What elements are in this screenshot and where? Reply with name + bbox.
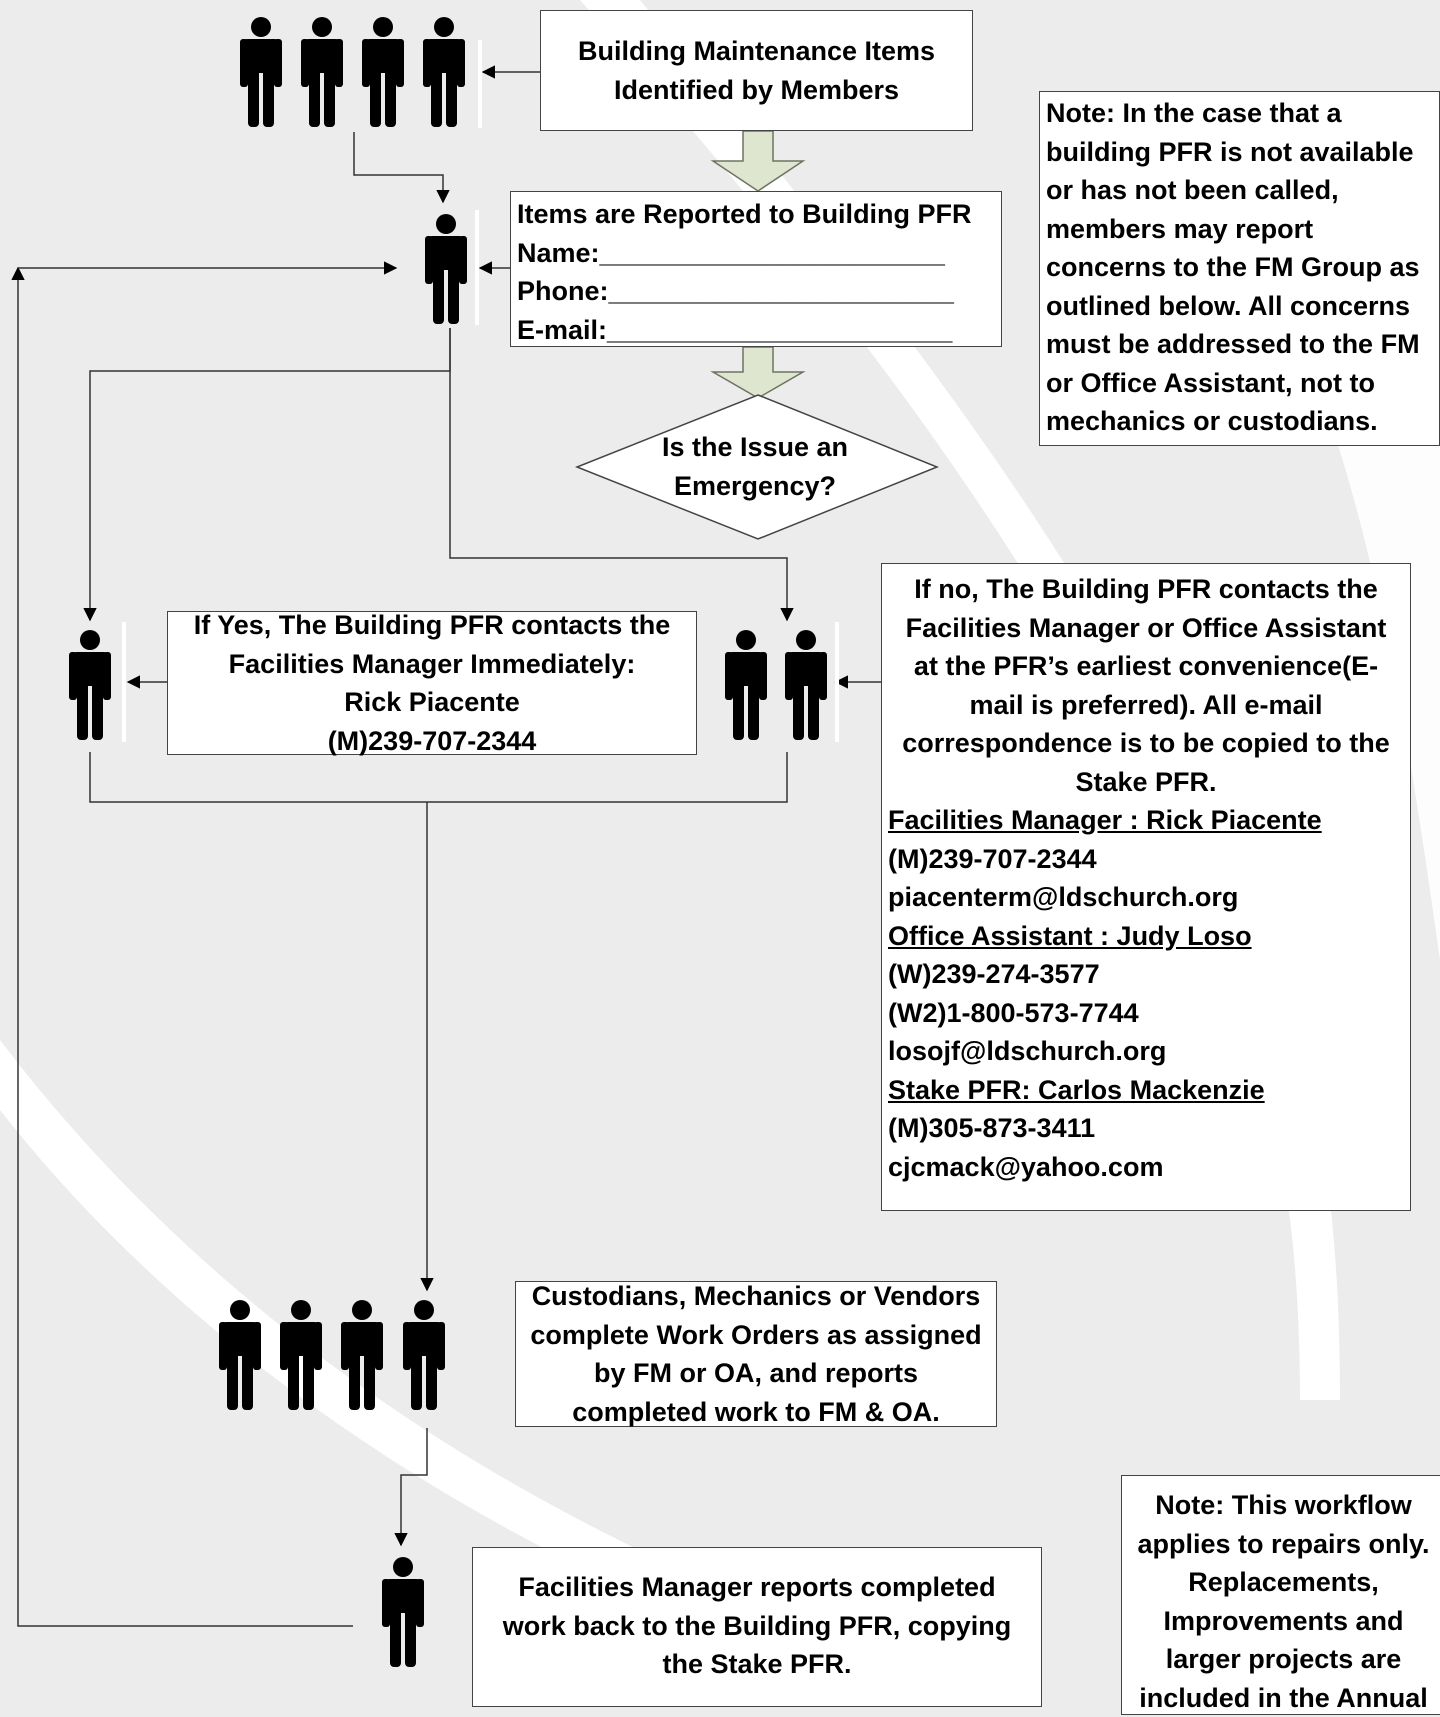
identified-box: Building Maintenance Items Identified by…	[540, 10, 973, 131]
fm-heading: Facilities Manager : Rick Piacente	[888, 801, 1404, 840]
fm-report-box: Facilities Manager reports completed wor…	[472, 1547, 1042, 1707]
building-pfr-person-icon	[425, 214, 467, 324]
note-bottom-line: Note: This workflow	[1122, 1486, 1440, 1525]
decision-text: Is the Issue an Emergency?	[620, 428, 890, 506]
note-top-line: outlined below. All concerns	[1046, 287, 1433, 326]
note-top-line: mechanics or custodians.	[1046, 402, 1433, 441]
identified-line-1: Building Maintenance Items	[541, 32, 972, 71]
fm-person-icon	[69, 630, 111, 740]
custodians-box: Custodians, Mechanics or Vendors complet…	[515, 1281, 997, 1427]
no-intro: If no, The Building PFR contacts the Fac…	[888, 570, 1404, 801]
note-bottom-line: applies to repairs only.	[1122, 1525, 1440, 1564]
no-intro-line: mail is preferred). All e-mail	[888, 686, 1404, 725]
yes-box: If Yes, The Building PFR contacts the Fa…	[167, 611, 697, 755]
yes-line-3: Rick Piacente	[168, 683, 696, 722]
oa-heading: Office Assistant : Judy Loso	[888, 917, 1404, 956]
stake-heading: Stake PFR: Carlos Mackenzie	[888, 1071, 1404, 1110]
custodians-line-3: by FM or OA, and reports	[516, 1354, 996, 1393]
note-bottom-line: larger projects are	[1122, 1640, 1440, 1679]
fm-report-line-2: work back to the Building PFR, copying	[473, 1607, 1041, 1646]
note-top-line: Note: In the case that a	[1046, 94, 1433, 133]
note-top-line: must be addressed to the FM	[1046, 325, 1433, 364]
fm-report-line-1: Facilities Manager reports completed	[473, 1568, 1041, 1607]
note-top-line: concerns to the FM Group as	[1046, 248, 1433, 287]
contact-list: Facilities Manager : Rick Piacente (M)23…	[888, 801, 1404, 1186]
note-top-line: members may report	[1046, 210, 1433, 249]
stake-phone: (M)305-873-3411	[888, 1109, 1404, 1148]
oa-email[interactable]: losojf@ldschurch.org	[888, 1032, 1404, 1071]
fm-report-line-3: the Stake PFR.	[473, 1645, 1041, 1684]
identified-line-2: Identified by Members	[541, 71, 972, 110]
reported-title: Items are Reported to Building PFR	[517, 195, 995, 234]
reported-box: Items are Reported to Building PFR Name:…	[510, 191, 1002, 347]
no-intro-line: correspondence is to be copied to the	[888, 724, 1404, 763]
yes-line-1: If Yes, The Building PFR contacts the	[168, 606, 696, 645]
no-intro-line: Stake PFR.	[888, 763, 1404, 802]
no-intro-line: If no, The Building PFR contacts the	[888, 570, 1404, 609]
reported-email: E-mail:_______________________	[517, 311, 995, 350]
note-bottom-line: included in the Annual	[1122, 1679, 1440, 1717]
note-bottom: Note: This workflow applies to repairs o…	[1121, 1475, 1440, 1715]
note-top-line: building PFR is not available	[1046, 133, 1433, 172]
note-top: Note: In the case that a building PFR is…	[1039, 91, 1440, 446]
yes-line-4: (M)239-707-2344	[168, 722, 696, 761]
stake-email[interactable]: cjcmack@yahoo.com	[888, 1148, 1404, 1187]
reported-name: Name:_______________________	[517, 234, 995, 273]
no-intro-line: Facilities Manager or Office Assistant	[888, 609, 1404, 648]
custodians-line-4: completed work to FM & OA.	[516, 1393, 996, 1432]
fm-report-person-icon	[382, 1557, 424, 1667]
custodians-line-2: complete Work Orders as assigned	[516, 1316, 996, 1355]
reported-phone: Phone:_______________________	[517, 272, 995, 311]
fm-email[interactable]: piacenterm@ldschurch.org	[888, 878, 1404, 917]
oa-phone-1: (W)239-274-3577	[888, 955, 1404, 994]
note-bottom-line: Improvements and	[1122, 1602, 1440, 1641]
note-bottom-line: Replacements,	[1122, 1563, 1440, 1602]
members-person-icons	[240, 17, 465, 127]
note-top-line: or Office Assistant, not to	[1046, 364, 1433, 403]
no-intro-line: at the PFR’s earliest convenience(E-	[888, 647, 1404, 686]
no-box: If no, The Building PFR contacts the Fac…	[881, 563, 1411, 1211]
custodians-line-1: Custodians, Mechanics or Vendors	[516, 1277, 996, 1316]
fm-phone: (M)239-707-2344	[888, 840, 1404, 879]
oa-phone-2: (W2)1-800-573-7744	[888, 994, 1404, 1033]
decision-line-1: Is the Issue an	[620, 428, 890, 467]
decision-line-2: Emergency?	[620, 467, 890, 506]
yes-line-2: Facilities Manager Immediately:	[168, 645, 696, 684]
note-top-line: or has not been called,	[1046, 171, 1433, 210]
fm-oa-person-icons	[725, 630, 827, 740]
